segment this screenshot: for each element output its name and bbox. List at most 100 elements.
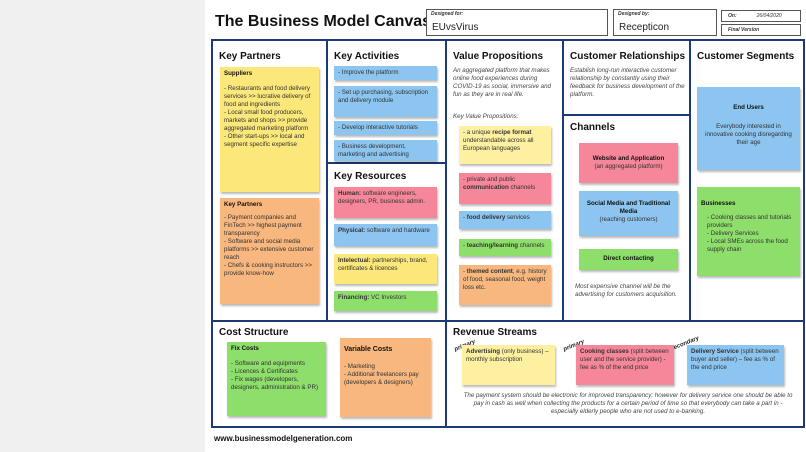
revenue-note: Delivery Service (split between buyer an… <box>687 345 784 385</box>
designed-by-label: Designed by: <box>618 11 650 17</box>
value-text: - a unique <box>463 129 493 136</box>
value-text: - <box>463 268 467 275</box>
revenue-title: Delivery Service <box>691 348 739 355</box>
resource-title: Physical: <box>338 227 366 234</box>
date-label: On: <box>728 13 737 19</box>
activity-note: - Business development, marketing and ad… <box>334 140 437 161</box>
channels-title: Channels <box>570 122 616 133</box>
cost-structure-title: Cost Structure <box>219 327 289 338</box>
channel-note: Social Media and Traditional Media (reac… <box>579 191 678 236</box>
channel-body: (reaching customers) <box>599 215 658 223</box>
value-note: - teaching/learning channels <box>459 239 551 256</box>
fix-costs-title: Fix Costs <box>231 345 259 352</box>
revenue-title: Advertising <box>466 348 501 355</box>
revenue-body: (only business) – monthly subscription <box>466 348 549 363</box>
value-note: - private and public communication chann… <box>459 173 551 204</box>
variable-costs-note: Variable Costs - Marketing - Additional … <box>340 338 431 417</box>
date-box: On: 26/04/2020 <box>721 10 801 22</box>
revenue-title: Cooking classes <box>580 348 629 355</box>
key-partners-title: Key Partners <box>219 51 281 62</box>
resource-body: VC Investors <box>371 294 407 301</box>
value-text: - private and public <box>463 176 516 183</box>
designed-for-value: EUvsVirus <box>432 22 479 33</box>
value-bold: teaching/learning <box>466 242 519 249</box>
revenue-note-text: The payment system should be electronic … <box>463 392 793 415</box>
revenue-note: Cooking classes (split between user and … <box>576 345 674 385</box>
business-model-canvas: Key Partners Suppliers - Restaurants and… <box>211 39 805 428</box>
customer-relationships-title: Customer Relationships <box>570 51 686 62</box>
key-activities-title: Key Activities <box>334 51 400 62</box>
divider <box>328 162 445 164</box>
resource-body: partnerships, brand, certificates & lice… <box>338 257 428 272</box>
revenue-body: (split between buyer and seller) – fee a… <box>691 348 779 371</box>
suppliers-note: Suppliers - Restaurants and food deliver… <box>220 67 319 192</box>
value-text: understandable across all European langu… <box>463 136 534 152</box>
segment-body: Everybody interested in innovative cooki… <box>705 122 792 146</box>
date-value: 26/04/2020 <box>756 13 782 19</box>
designed-for-label: Designed for: <box>431 11 464 17</box>
activity-note: - Develop interactive tutorials <box>334 121 437 135</box>
resource-note: Physical: software and hardware <box>334 224 437 246</box>
value-bold: recipe format <box>492 129 532 136</box>
divider <box>562 41 564 320</box>
canvas-page: The Business Model Canvas Designed for: … <box>205 0 806 452</box>
customer-segments-title: Customer Segments <box>697 51 795 62</box>
channel-note: Website and Application (an aggregated p… <box>579 143 678 183</box>
value-text: channels <box>518 242 545 249</box>
value-intro: An aggregated platform that makes online… <box>453 67 551 98</box>
footer-url: www.businessmodelgeneration.com <box>214 434 353 443</box>
channel-note: Direct contacting <box>579 249 678 270</box>
divider <box>689 41 691 320</box>
partners-body: - Payment companies and FinTech >> highe… <box>224 213 314 277</box>
channels-note: Most expensive channel will be the adver… <box>575 283 677 298</box>
segment-title: End Users <box>733 104 764 111</box>
designed-by-box: Designed by: Recepticon <box>613 9 717 36</box>
value-text: , e.g. history of food, seasonal food, w… <box>463 268 547 291</box>
resource-note: Intelectual: partnerships, brand, certif… <box>334 254 437 284</box>
partners-title: Key Partners <box>224 201 263 208</box>
revenue-streams-title: Revenue Streams <box>453 327 537 338</box>
segment-body: - Cooking classes and tutorials provider… <box>707 213 792 253</box>
resource-note: Financing: VC Investors <box>334 291 437 311</box>
divider <box>445 41 447 428</box>
designed-for-box: Designed for: EUvsVirus <box>426 9 608 36</box>
activity-note: - Improve the platform <box>334 66 437 80</box>
fix-costs-note: Fix Costs - Software and equipments - Li… <box>227 342 326 416</box>
channel-title: Website and Application <box>592 155 665 162</box>
resource-title: Human: <box>338 190 362 197</box>
kvp-label: Key Value Propositions: <box>453 113 519 120</box>
segment-note: Businesses - Cooking classes and tutoria… <box>697 187 800 276</box>
channel-title: Social Media and Traditional Media <box>586 200 671 215</box>
value-text: channels <box>508 183 536 191</box>
divider <box>326 41 328 320</box>
relationship-text: Establish long-run interactive customer … <box>570 67 685 98</box>
value-text: - <box>463 214 467 221</box>
value-note: - a unique recipe format understandable … <box>459 126 551 164</box>
value-propositions-title: Value Propositions <box>453 51 544 62</box>
fix-costs-body: - Software and equipments - Licences & C… <box>231 359 319 391</box>
version-label: Final Version <box>721 24 801 36</box>
resource-title: Intelectual: <box>338 257 371 264</box>
segment-title: Businesses <box>701 200 736 207</box>
partners-note: Key Partners - Payment companies and Fin… <box>220 198 319 304</box>
value-note: - food delivery services <box>459 211 551 229</box>
value-text: services <box>505 214 530 221</box>
value-text: - <box>463 242 467 249</box>
channel-body: (an aggregated platform) <box>594 162 663 170</box>
divider <box>564 114 689 116</box>
resource-body: software engineers, designers, PR, busin… <box>338 190 426 205</box>
key-resources-title: Key Resources <box>334 171 407 182</box>
resource-note: Human: software engineers, designers, PR… <box>334 187 437 218</box>
channel-title: Direct contacting <box>603 255 654 262</box>
activity-note: - Set up purchasing, subscription and de… <box>334 86 437 117</box>
variable-costs-body: - Marketing - Additional freelancers pay… <box>344 362 419 386</box>
value-note: - themed content, e.g. history of food, … <box>459 265 551 305</box>
value-bold: communication <box>463 183 509 191</box>
designed-by-value: Recepticon <box>619 22 670 33</box>
revenue-body: (split between user and the service prov… <box>580 348 669 371</box>
variable-costs-title: Variable Costs <box>344 346 393 353</box>
suppliers-body: - Restaurants and food delivery services… <box>224 84 311 148</box>
segment-note: End Users Everybody interested in innova… <box>697 87 800 170</box>
resource-title: Financing: <box>338 294 370 301</box>
resource-body: software and hardware <box>366 227 430 234</box>
